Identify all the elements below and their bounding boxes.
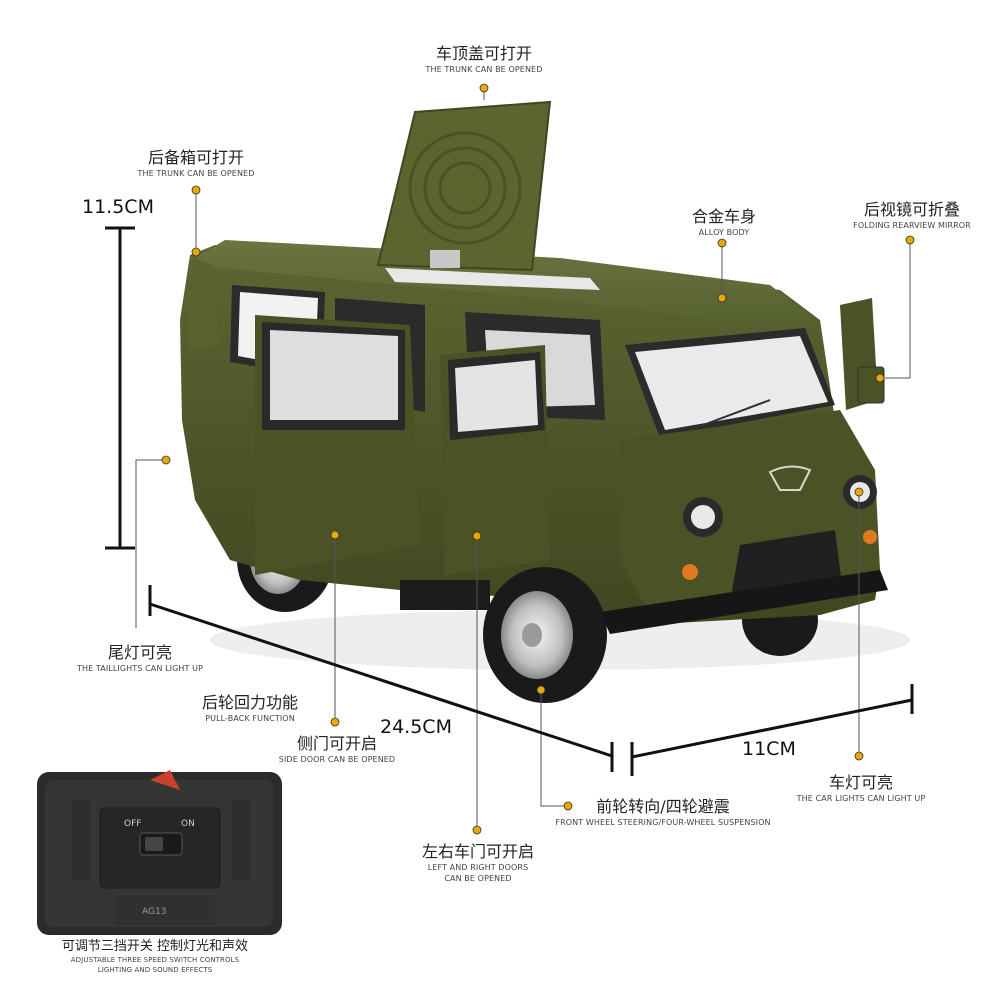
label-switch-en1: ADJUSTABLE THREE SPEED SWITCH CONTROLS xyxy=(70,956,240,964)
open-front-door xyxy=(440,345,550,575)
label-mirror-zh: 后视镜可折叠 xyxy=(863,200,960,219)
label-rear-trunk-en: THE TRUNK CAN BE OPENED xyxy=(137,169,255,178)
label-side-door: 侧门可开启 SIDE DOOR CAN BE OPENED xyxy=(262,734,412,765)
label-front-doors-en2: CAN BE OPENED xyxy=(444,874,512,883)
label-headlight-zh: 车灯可亮 xyxy=(828,773,893,792)
dimension-width: 11CM xyxy=(742,738,796,760)
label-roof-en: THE TRUNK CAN BE OPENED xyxy=(425,65,543,74)
dimension-lines xyxy=(105,226,914,776)
label-switch: 可调节三挡开关 控制灯光和声效 ADJUSTABLE THREE SPEED S… xyxy=(30,938,280,975)
label-pullback-en: PULL-BACK FUNCTION xyxy=(205,714,295,723)
label-body-en: ALLOY BODY xyxy=(698,228,750,237)
dimension-length: 24.5CM xyxy=(380,716,452,738)
label-switch-zh: 可调节三挡开关 控制灯光和声效 xyxy=(61,939,249,954)
label-roof: 车顶盖可打开 THE TRUNK CAN BE OPENED xyxy=(384,44,584,75)
label-side-door-zh: 侧门可开启 xyxy=(296,734,377,753)
label-side-door-en: SIDE DOOR CAN BE OPENED xyxy=(278,755,396,764)
label-pullback: 后轮回力功能 PULL-BACK FUNCTION xyxy=(180,693,320,724)
label-body-zh: 合金车身 xyxy=(691,207,756,226)
label-taillight: 尾灯可亮 THE TAILLIGHTS CAN LIGHT UP xyxy=(60,643,220,674)
label-headlight-en: THE CAR LIGHTS CAN LIGHT UP xyxy=(796,794,926,803)
battery-label: AG13 xyxy=(142,907,166,917)
label-front-doors-zh: 左右车门可开启 xyxy=(421,842,534,861)
label-rear-trunk-zh: 后备箱可打开 xyxy=(147,148,244,167)
annotation-dots xyxy=(161,83,915,835)
dimension-height: 11.5CM xyxy=(82,196,154,218)
label-rear-trunk: 后备箱可打开 THE TRUNK CAN BE OPENED xyxy=(96,148,296,179)
label-taillight-en: THE TAILLIGHTS CAN LIGHT UP xyxy=(76,664,204,673)
label-switch-en2: LIGHTING AND SOUND EFFECTS xyxy=(97,966,213,974)
label-steering-en: FRONT WHEEL STEERING/FOUR-WHEEL SUSPENSI… xyxy=(555,818,771,827)
label-steering-zh: 前轮转向/四轮避震 xyxy=(596,797,730,816)
label-headlight: 车灯可亮 THE CAR LIGHTS CAN LIGHT UP xyxy=(786,773,936,804)
label-roof-zh: 车顶盖可打开 xyxy=(435,44,532,63)
open-side-door xyxy=(255,315,420,575)
label-body: 合金车身 ALLOY BODY xyxy=(654,207,794,238)
label-steering: 前轮转向/四轮避震 FRONT WHEEL STEERING/FOUR-WHEE… xyxy=(543,797,783,828)
label-pullback-zh: 后轮回力功能 xyxy=(201,693,298,712)
switch-inset: OFF ON AG13 xyxy=(37,770,282,935)
label-front-doors: 左右车门可开启 LEFT AND RIGHT DOORS CAN BE OPEN… xyxy=(398,842,558,884)
switch-off-label: OFF xyxy=(124,819,141,829)
label-taillight-zh: 尾灯可亮 xyxy=(107,643,172,662)
roof-hatch xyxy=(376,100,552,272)
rearview-mirror xyxy=(857,366,885,404)
label-mirror-en: FOLDING REARVIEW MIRROR xyxy=(853,221,971,230)
front-wheel xyxy=(483,567,607,703)
label-front-doors-en1: LEFT AND RIGHT DOORS xyxy=(427,863,529,872)
switch-on-label: ON xyxy=(181,819,195,829)
label-mirror: 后视镜可折叠 FOLDING REARVIEW MIRROR xyxy=(832,200,992,231)
